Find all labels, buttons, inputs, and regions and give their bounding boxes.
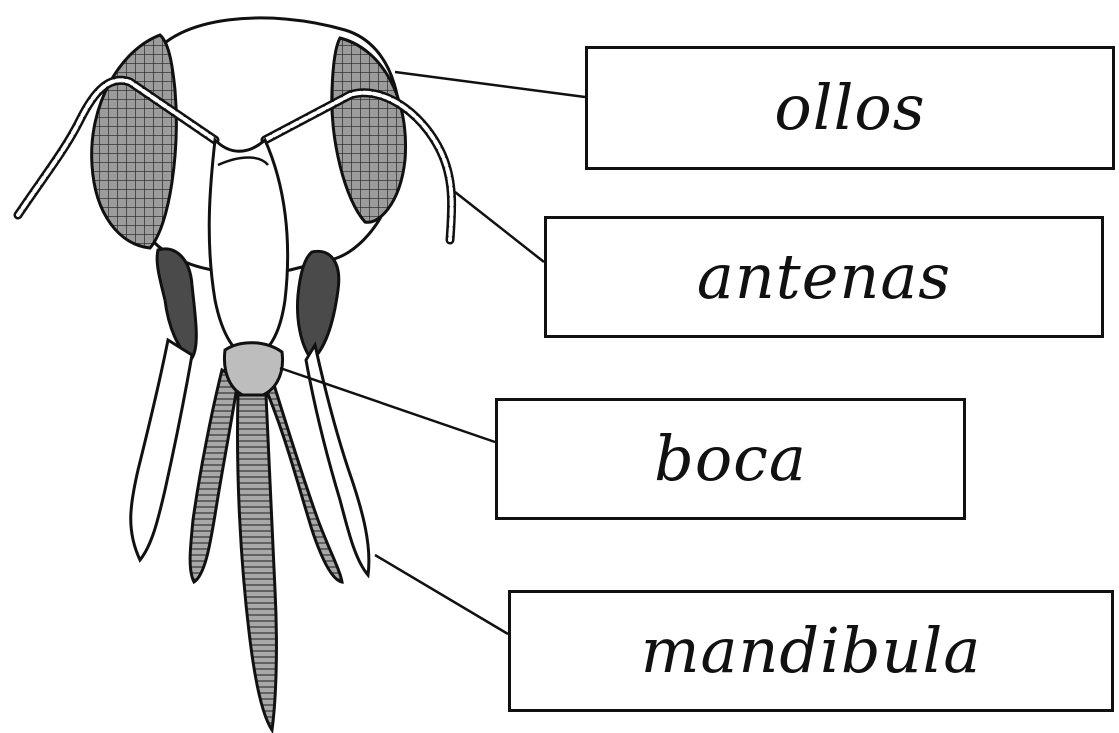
pointer-line-mandibula (375, 555, 508, 634)
label-boca: boca (654, 428, 807, 490)
clypeus (209, 140, 287, 358)
pointer-line-ollos (395, 72, 585, 97)
label-box-antenas: antenas (544, 216, 1104, 338)
pointer-line-boca (280, 368, 495, 442)
proboscis (238, 395, 277, 730)
right-mandible-base (298, 251, 339, 360)
label-box-ollos: ollos (585, 46, 1115, 170)
label-antenas: antenas (697, 246, 951, 308)
label-box-mandibula: mandibula (508, 590, 1114, 712)
left-maxilla (190, 370, 238, 582)
label-mandibula: mandibula (641, 620, 982, 682)
left-compound-eye (92, 35, 177, 248)
left-mandible (131, 340, 192, 560)
label-ollos: ollos (774, 77, 925, 139)
label-box-boca: boca (495, 398, 966, 520)
pointer-line-antenas (455, 192, 544, 262)
